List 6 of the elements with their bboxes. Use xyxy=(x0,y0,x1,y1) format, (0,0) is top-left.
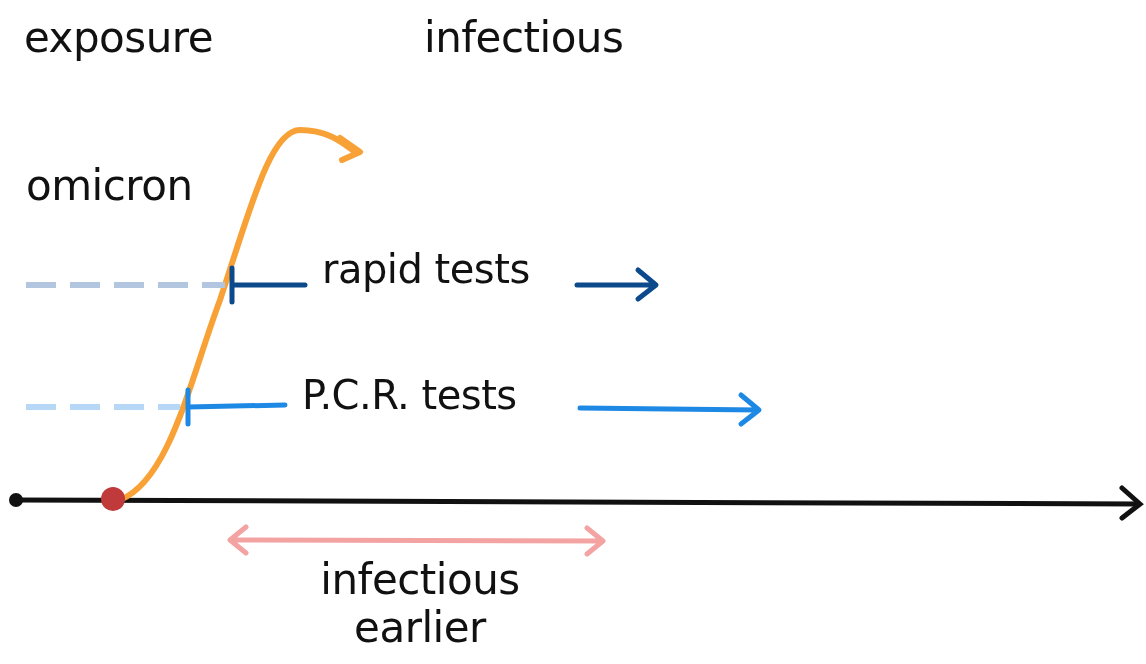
annotation-text: rapid tests xyxy=(322,246,530,292)
annotation-text: infectious earlier xyxy=(319,556,521,653)
annotation-text: P.C.R. tests xyxy=(302,372,517,418)
annotation-text: infectious xyxy=(424,14,624,63)
annotation-text: omicron xyxy=(26,162,193,211)
annotation-text: exposure xyxy=(24,14,213,63)
